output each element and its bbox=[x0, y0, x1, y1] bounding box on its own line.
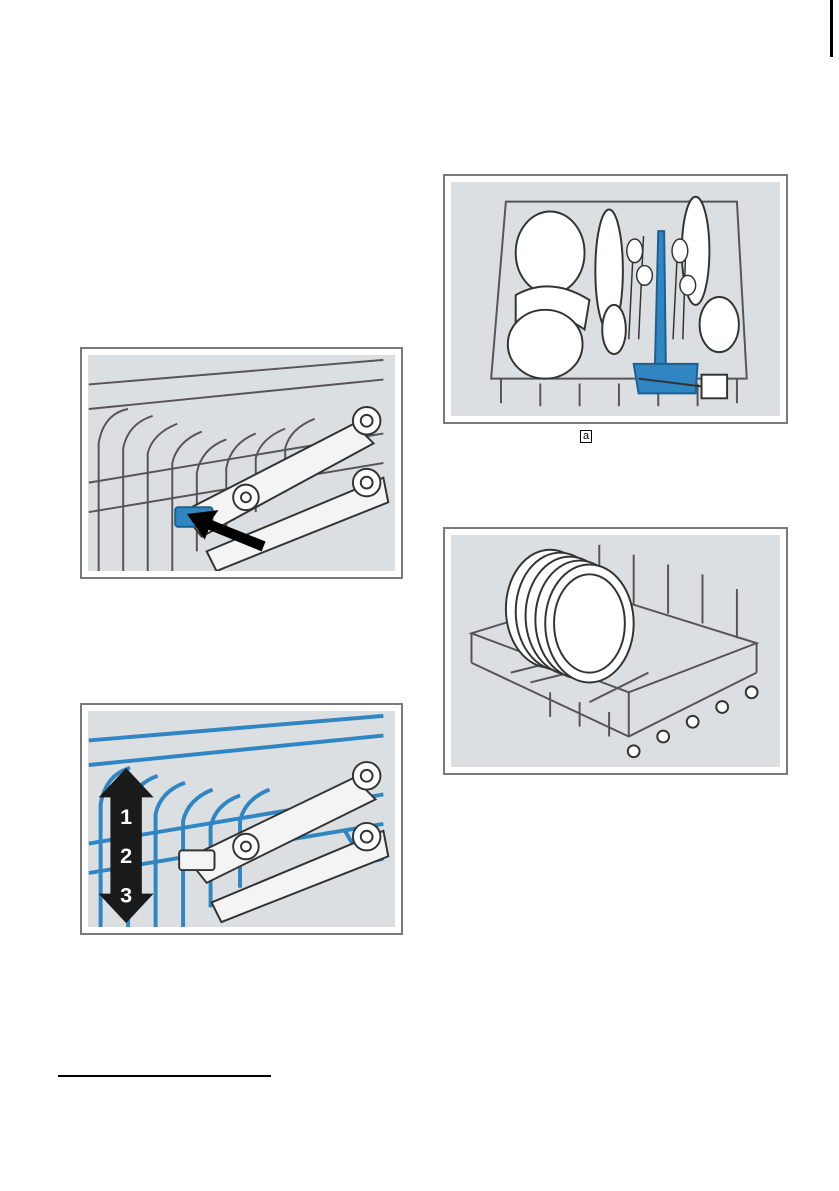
cutlery-basket-figure bbox=[443, 174, 788, 424]
level-label-2: 2 bbox=[120, 843, 132, 868]
callout-label-a: a bbox=[580, 430, 592, 443]
level-label-1: 1 bbox=[120, 804, 132, 829]
level-label-3: 3 bbox=[120, 882, 132, 907]
plates-rack-illustration bbox=[451, 535, 780, 767]
plates-rack-figure bbox=[443, 527, 788, 775]
height-levels-illustration: 1 2 3 bbox=[88, 711, 395, 927]
cutlery-basket-illustration bbox=[451, 182, 780, 416]
page-edge-marker bbox=[830, 0, 833, 57]
latch-release-figure bbox=[80, 347, 403, 579]
latch-release-illustration bbox=[88, 355, 395, 571]
footnote-rule bbox=[58, 1075, 271, 1077]
height-levels-figure: 1 2 3 bbox=[80, 703, 403, 935]
callout-box bbox=[702, 375, 728, 399]
